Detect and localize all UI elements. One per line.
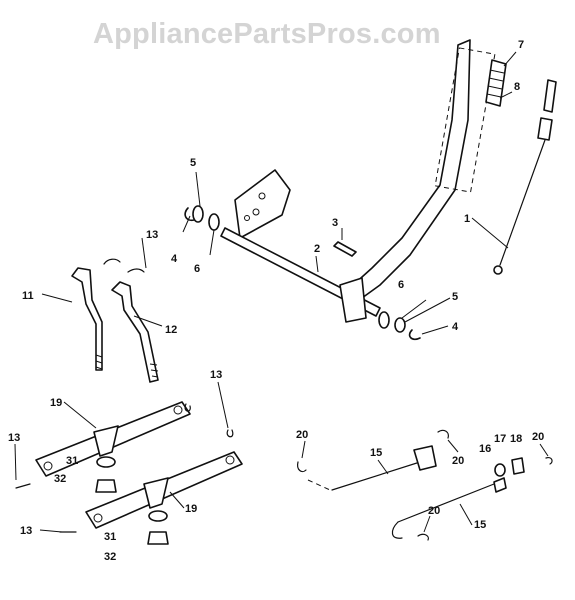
leader-lines — [14, 51, 549, 533]
callout-8: 8 — [514, 81, 520, 93]
callout-20-left: 20 — [296, 429, 308, 441]
callout-4-lower: 4 — [452, 321, 459, 333]
callout-13-left: 13 — [8, 432, 20, 444]
callout-19-upper: 19 — [50, 397, 62, 409]
callout-13-top: 13 — [146, 229, 158, 241]
clips-lower — [15, 403, 234, 533]
callout-11: 11 — [22, 290, 34, 302]
callout-17: 17 — [494, 433, 506, 445]
adjust-rod — [493, 79, 557, 275]
callout-5-lower: 5 — [452, 291, 458, 303]
callout-15-upper: 15 — [370, 447, 382, 459]
callout-31-lower: 31 — [104, 531, 116, 543]
watermark: AppliancePartsPros.com — [93, 18, 441, 50]
mounting-plate — [234, 169, 291, 239]
spacers — [95, 456, 169, 545]
hardware-lower — [297, 429, 553, 541]
callout-32-upper: 32 — [54, 473, 66, 485]
lift-arm-right — [111, 281, 159, 383]
callout-1: 1 — [464, 213, 470, 225]
rod-lower — [391, 477, 507, 539]
callout-5-upper: 5 — [190, 157, 196, 169]
callout-3: 3 — [332, 217, 338, 229]
callout-2: 2 — [314, 243, 320, 255]
callout-15-lower: 15 — [474, 519, 486, 531]
callout-6-upper: 6 — [194, 263, 200, 275]
callout-18: 18 — [510, 433, 522, 445]
callout-20-mid: 20 — [452, 455, 464, 467]
pin — [333, 241, 357, 257]
callout-32-lower: 32 — [104, 551, 116, 563]
callout-19-lower: 19 — [185, 503, 197, 515]
link-plate-upper — [35, 401, 191, 477]
callout-13-right: 13 — [210, 369, 222, 381]
callout-12: 12 — [165, 324, 177, 336]
hardware-upper — [184, 205, 421, 341]
lift-lever — [351, 39, 496, 299]
callout-6-lower: 6 — [398, 279, 404, 291]
clips-upper — [103, 258, 145, 273]
callout-20-right: 20 — [532, 431, 544, 443]
callout-7: 7 — [518, 39, 524, 51]
rod-upper — [307, 445, 437, 491]
callout-16: 16 — [479, 443, 491, 455]
callout-4-upper: 4 — [171, 253, 178, 265]
callout-labels: 1 2 3 4 4 5 5 6 6 7 8 11 12 13 13 13 13 … — [8, 39, 544, 563]
callout-31-upper: 31 — [66, 455, 78, 467]
link-plate-lower — [85, 451, 243, 529]
lift-arm-left — [71, 267, 103, 371]
lift-shaft — [220, 227, 381, 323]
callout-20-bottom: 20 — [428, 505, 440, 517]
handle-spring — [485, 59, 507, 107]
callout-13-bottom: 13 — [20, 525, 32, 537]
